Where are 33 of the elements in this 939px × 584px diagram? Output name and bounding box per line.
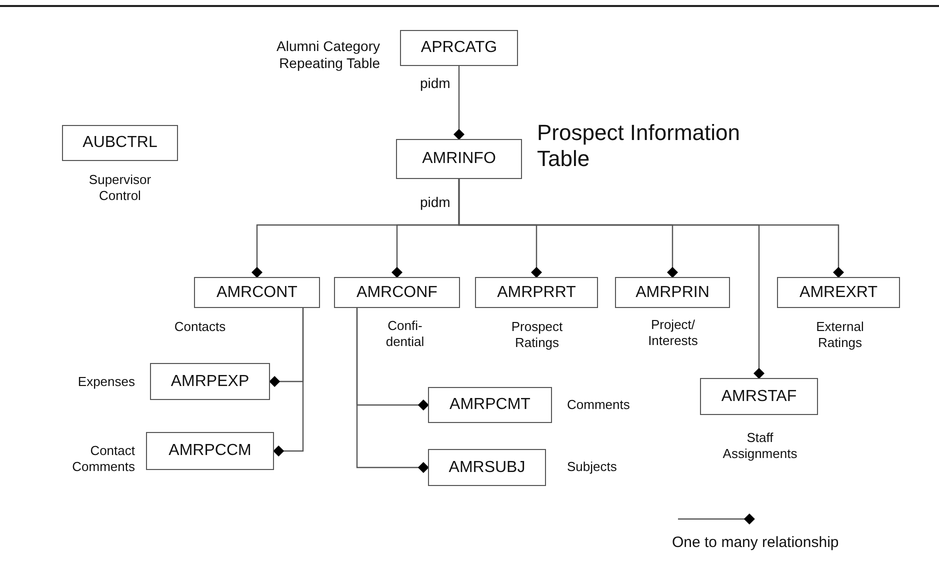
- relationship-line: [458, 179, 764, 379]
- table-box: AMRPCCM: [146, 432, 274, 470]
- relationship-line: [454, 66, 464, 140]
- table-box: AMRINFO: [396, 139, 522, 179]
- table-description: Comments: [567, 397, 631, 413]
- table-description: Prospect Ratings: [510, 319, 564, 351]
- relationship-line: [356, 308, 429, 473]
- table-description: Prospect Information Table: [537, 120, 741, 172]
- table-box: AMRPCMT: [428, 387, 552, 423]
- table-box: AUBCTRL: [62, 125, 178, 161]
- table-box: AMRSTAF: [700, 378, 818, 415]
- edge-label: pidm: [419, 75, 452, 91]
- table-box: AMREXRT: [777, 277, 900, 308]
- legend-text: One to many relationship: [672, 535, 839, 551]
- table-box: AMRSUBJ: [428, 449, 546, 486]
- relationship-line: [273, 308, 304, 456]
- table-description: Alumni Category Repeating Table: [276, 38, 380, 72]
- table-box: AMRPRRT: [475, 277, 598, 308]
- table-description: Subjects: [567, 459, 618, 475]
- table-description: Confi- dential: [384, 318, 426, 350]
- table-box: APRCATG: [400, 30, 518, 66]
- table-box: AMRCONF: [334, 277, 460, 308]
- table-description: Contact Comments: [71, 443, 135, 475]
- table-description: Project/ Interests: [647, 317, 699, 349]
- table-description: External Ratings: [815, 319, 865, 351]
- table-box: AMRCONT: [194, 277, 320, 308]
- edge-label: pidm: [419, 194, 452, 210]
- table-description: Supervisor Control: [88, 172, 152, 204]
- table-description: Staff Assignments: [722, 430, 798, 462]
- table-description: Contacts: [173, 319, 227, 335]
- table-box: AMRPRIN: [615, 277, 730, 308]
- table-description: Expenses: [76, 374, 135, 390]
- table-box: AMRPEXP: [150, 363, 270, 400]
